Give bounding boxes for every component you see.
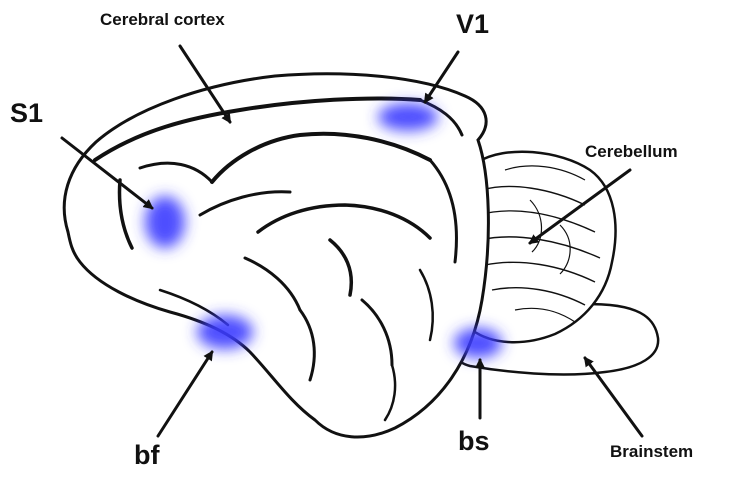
- cerebellum-label: Cerebellum: [585, 143, 678, 160]
- bf-highlight: [197, 315, 253, 349]
- cerebral-cortex-label: Cerebral cortex: [100, 11, 225, 28]
- bf-arrow: [158, 352, 212, 436]
- v1-label: V1: [456, 11, 489, 38]
- bf-label: bf: [134, 442, 159, 469]
- bs-label: bs: [458, 428, 490, 455]
- s1-highlight: [145, 196, 185, 248]
- v1-highlight: [378, 103, 438, 131]
- brainstem-label: Brainstem: [610, 443, 693, 460]
- s1-label: S1: [10, 100, 43, 127]
- bs-highlight: [454, 328, 502, 358]
